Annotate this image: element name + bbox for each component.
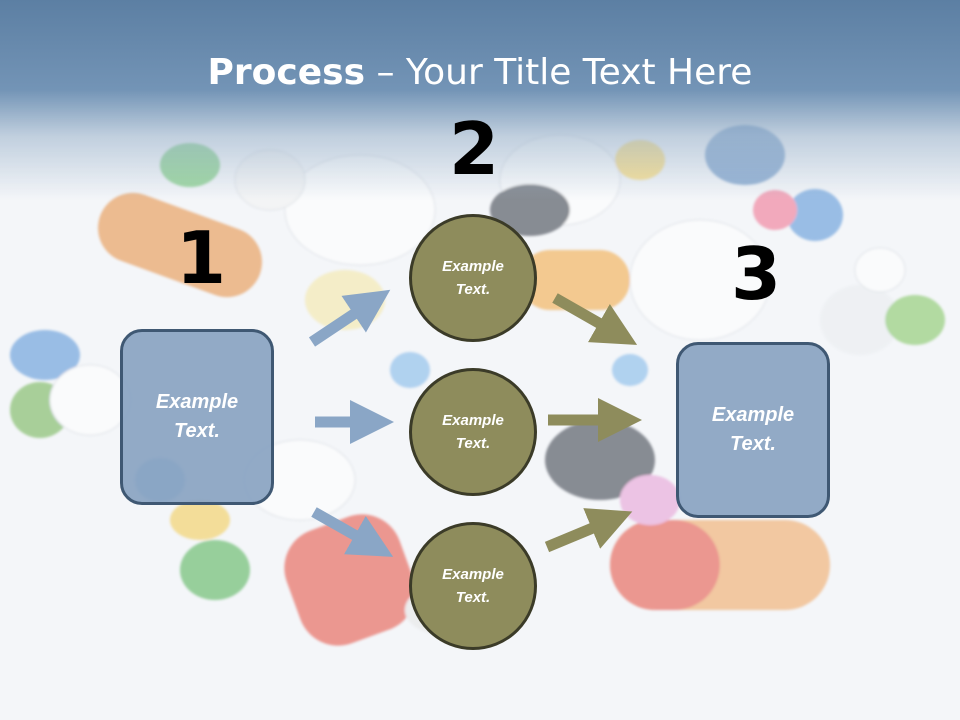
right-box-text: Example Text.	[711, 404, 795, 455]
circle-bottom-text: Example Text.	[442, 566, 504, 606]
title-bold: Process	[207, 52, 366, 93]
left-box-text: Example Text.	[155, 391, 239, 442]
right-box: Example Text.	[676, 342, 830, 518]
left-box: Example Text.	[120, 329, 274, 505]
header-band	[0, 0, 960, 200]
step-number-1: 1	[176, 216, 227, 300]
circle-top: Example Text.	[409, 214, 537, 342]
circle-top-text: Example Text.	[442, 258, 504, 298]
arrow-left-to-bottom	[311, 507, 394, 557]
arrow-left-to-top	[308, 289, 391, 347]
circle-middle: Example Text.	[409, 368, 537, 496]
arrow-bottom-to-right	[544, 508, 633, 553]
slide-title: Process – Your Title Text Here	[0, 52, 960, 93]
title-rest: – Your Title Text Here	[365, 52, 753, 93]
step-number-3: 3	[731, 232, 782, 316]
circle-middle-text: Example Text.	[442, 412, 504, 452]
step-number-2: 2	[449, 107, 500, 191]
circle-bottom: Example Text.	[409, 522, 537, 650]
arrow-top-to-right	[552, 293, 638, 345]
